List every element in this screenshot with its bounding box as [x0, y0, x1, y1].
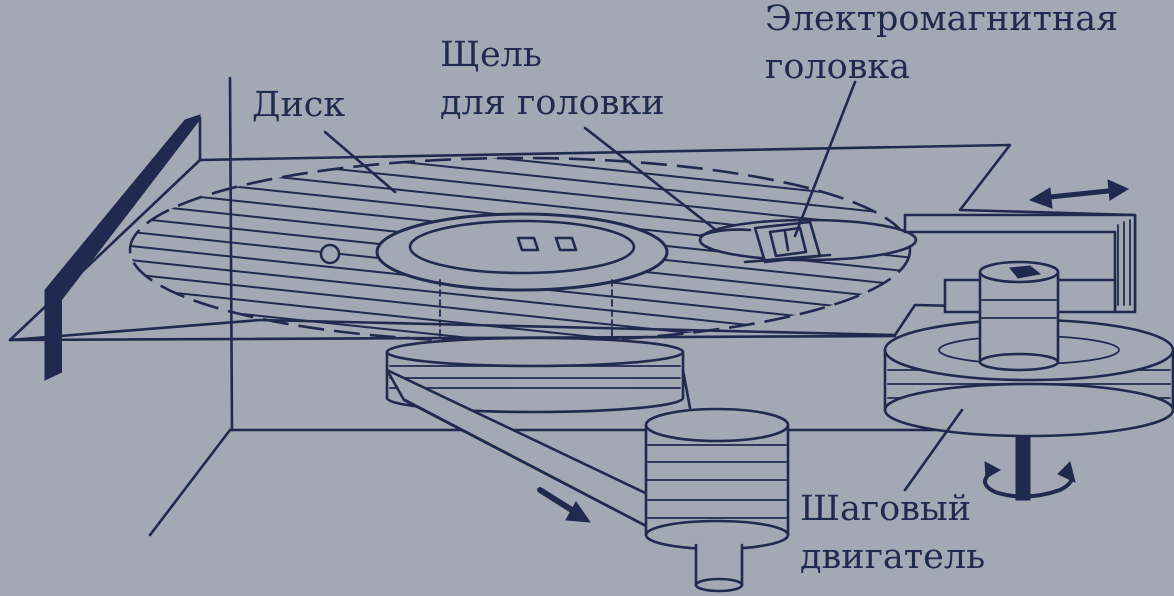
label-head-line1: Электромагнитная	[765, 0, 1118, 39]
belt-arrow-icon	[537, 487, 592, 523]
label-slot-line2: для головки	[440, 83, 665, 123]
spindle-column	[439, 279, 613, 341]
motor-pulley	[644, 407, 790, 593]
rotation-arrow-icon	[983, 461, 1076, 499]
disk-hub	[375, 212, 669, 292]
label-slot-line1: Щель	[440, 35, 542, 75]
electromagnetic-head	[743, 220, 832, 264]
stepper-shaft	[1015, 435, 1031, 501]
double-arrow-icon	[1028, 179, 1130, 209]
label-disk: Диск	[252, 85, 345, 125]
label-motor-line1: Шаговый	[800, 489, 971, 529]
label-head-line2: головка	[765, 47, 910, 87]
capstan	[978, 260, 1060, 372]
leader-lines	[323, 80, 964, 492]
label-motor-line2: двигатель	[800, 537, 985, 577]
